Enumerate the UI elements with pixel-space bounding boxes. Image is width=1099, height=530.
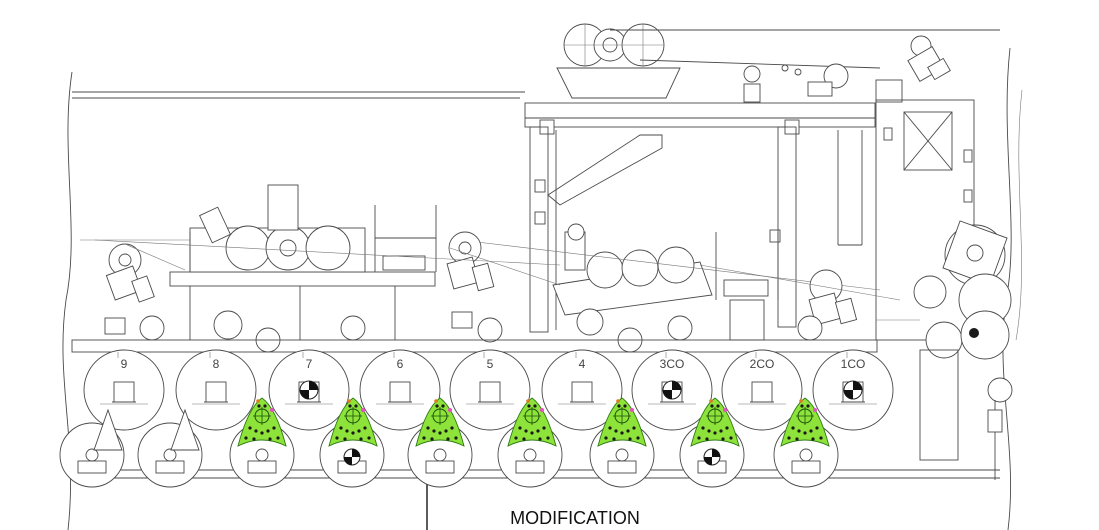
dryer-cylinder: [83, 349, 165, 431]
dryer-cylinder: [631, 349, 713, 431]
dryer-cylinder: [541, 349, 623, 431]
alignment-target-icon: [703, 448, 721, 466]
alignment-target-icon: [343, 448, 361, 466]
cylinder-label: 8: [213, 357, 220, 371]
highlighted-blow-box: [597, 397, 647, 447]
left-hood-group: [169, 184, 437, 340]
motor-top-right: [907, 35, 951, 83]
dryer-cylinder: [721, 349, 803, 431]
right-frame-tower: [875, 79, 1013, 480]
dryer-cylinder: [449, 349, 531, 431]
middle-hood-group: [459, 223, 881, 341]
cylinder-label: 1CO: [841, 357, 866, 371]
caption: MODIFICATION: [510, 508, 640, 528]
top-dryer-cylinders: [83, 349, 894, 431]
cylinder-labels: 9 8 7 6 5 4 3CO 2CO 1CO: [121, 357, 866, 371]
alignment-target-icon: [843, 380, 863, 400]
dryer-cylinder: [268, 349, 350, 431]
highlighted-blow-box: [328, 397, 378, 447]
highlighted-blow-box: [507, 397, 557, 447]
cylinder-label: 5: [487, 357, 494, 371]
modified-blow-boxes: [237, 397, 830, 447]
motor-left: [104, 231, 858, 335]
cylinder-label: 4: [579, 357, 586, 371]
highlighted-blow-box: [690, 397, 740, 447]
alignment-target-icon: [299, 380, 319, 400]
cylinder-label: 3CO: [660, 357, 685, 371]
main-beam: [524, 102, 876, 135]
highlighted-blow-box: [780, 397, 830, 447]
frame-columns: [529, 126, 863, 333]
top-roll-group: [556, 23, 1000, 99]
alignment-target-icon: [662, 380, 682, 400]
highlighted-blow-box: [237, 397, 287, 447]
felt-rolls: [139, 308, 823, 353]
cylinder-label: 2CO: [750, 357, 775, 371]
dryer-cylinder: [359, 349, 441, 431]
highlighted-blow-box: [415, 397, 465, 447]
cylinder-label: 9: [121, 357, 128, 371]
cylinder-label: 6: [397, 357, 404, 371]
cylinder-label: 7: [306, 357, 313, 371]
motor-top-center: [743, 63, 849, 103]
dryer-cylinder: [812, 349, 894, 431]
dryer-cylinder: [175, 349, 257, 431]
web-path: [94, 239, 920, 321]
